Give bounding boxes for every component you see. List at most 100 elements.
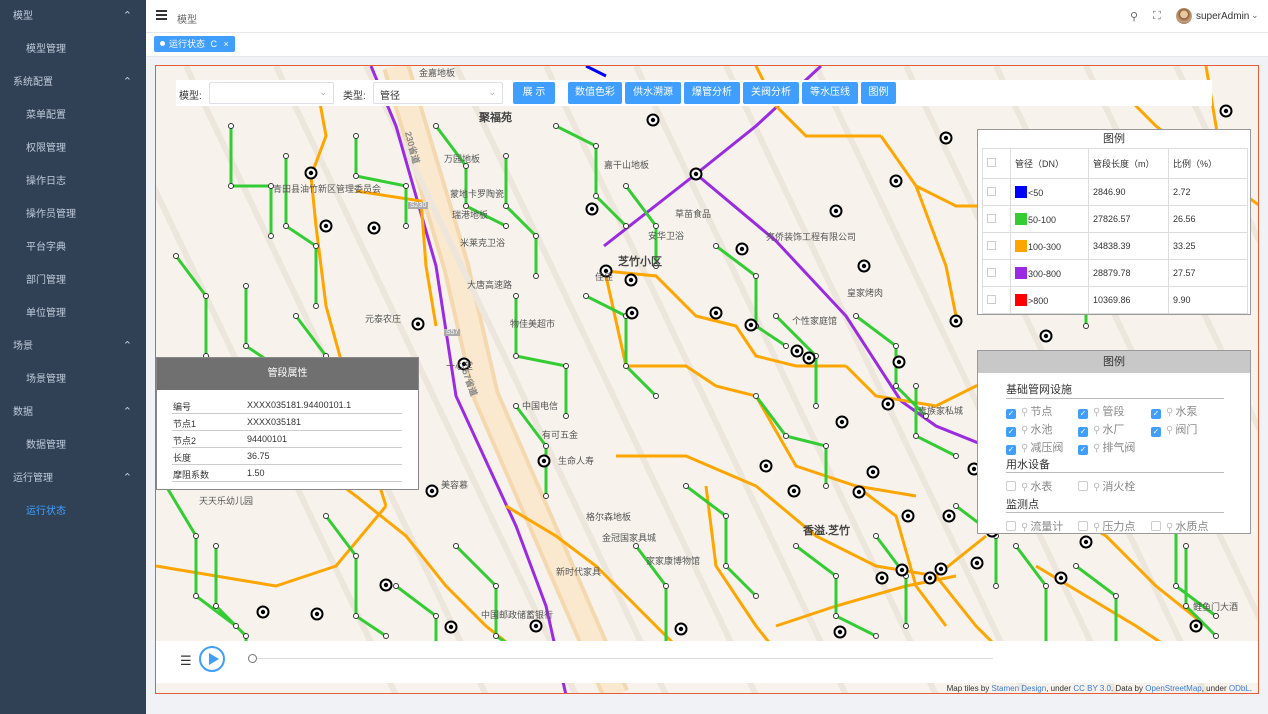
pipe-node [503,203,509,209]
layer-label: 减压阀 [1030,442,1064,454]
layer-toggle[interactable]: ⚲排气阀 [1078,439,1135,455]
pipe-50-100 [504,156,538,276]
timeline-handle[interactable] [248,654,257,663]
map-poi-label: 金冠国家具城 [602,533,657,543]
tag-running-status[interactable]: 运行状态 C × [154,36,235,52]
layer-toggle[interactable]: ⚲管段 [1078,403,1124,419]
legend-row-checkbox[interactable] [987,186,996,196]
username[interactable]: superAdmin [1196,11,1250,22]
attrib-link-osm[interactable]: OpenStreetMap [1145,684,1202,693]
close-icon[interactable]: × [223,39,229,49]
layer-toggle[interactable]: ⚲水池 [1006,421,1052,437]
sidebar-item[interactable]: 平台字典 [0,231,146,264]
pipe-node [503,153,509,159]
layer-toggle[interactable]: ⚲流量计 [1006,518,1063,534]
layer-toggle[interactable]: ⚲减压阀 [1006,439,1063,455]
sidebar-item[interactable]: 单位管理 [0,297,146,330]
location-pin-icon: ⚲ [1021,425,1029,436]
timeline-track[interactable] [249,658,993,659]
layer-toggle[interactable]: ⚲水表 [1006,478,1052,494]
checkbox[interactable] [1078,481,1088,491]
layer-toggle[interactable]: ⚲消火栓 [1078,478,1135,494]
toolbar-button[interactable]: 展 示 [513,82,555,104]
sidebar-item[interactable]: 数据管理 [0,429,146,462]
attrib-link-odbl[interactable]: ODbL [1228,684,1250,693]
checkbox[interactable] [1006,409,1016,419]
pipe-node [753,273,759,279]
layer-toggle[interactable]: ⚲阀门 [1151,421,1197,437]
checkbox[interactable] [1151,427,1161,437]
checkbox[interactable] [1006,427,1016,437]
type-select[interactable]: 管径 ⌄ [373,82,503,104]
pipe-50-100 [1014,545,1048,646]
valve-icon [974,560,980,566]
sidebar-item[interactable]: 权限管理 [0,132,146,165]
legend-row-checkbox[interactable] [987,294,996,304]
pipe-node [173,253,179,259]
pipe-node [953,453,959,459]
sidebar-item[interactable]: 部门管理 [0,264,146,297]
refresh-icon[interactable]: C [210,39,218,49]
toolbar-button[interactable]: 爆管分析 [684,82,740,104]
toolbar-button[interactable]: 等水压线 [802,82,858,104]
chevron-down-icon[interactable]: ⌄ [1251,10,1259,20]
sidebar-item[interactable]: 运行状态 [0,495,146,528]
sidebar-group[interactable]: 数据⌃ [0,396,146,429]
checkbox[interactable] [1006,445,1016,455]
sidebar-item[interactable]: 菜单配置 [0,99,146,132]
diameter-range: <50 [1028,188,1044,198]
pipe-50-100 [914,386,957,458]
valve-icon [946,513,952,519]
sidebar-group[interactable]: 系统配置⌃ [0,66,146,99]
layer-toggle[interactable]: ⚲水质点 [1151,518,1208,534]
layer-section-title: 基础管网设施 [1006,384,1072,396]
hamburger-icon[interactable] [156,10,167,20]
sidebar-item[interactable]: 操作日志 [0,165,146,198]
layer-toggle[interactable]: ⚲节点 [1006,403,1052,419]
map-view[interactable]: 金嘉地板聚福苑万园地板嘉干山地板青田县油竹新区管理委员会蒙地卡罗陶瓷瑞港地板草苗… [155,65,1259,694]
model-select[interactable]: ⌄ [209,82,334,104]
checkbox[interactable] [1151,409,1161,419]
sidebar-group[interactable]: 模型⌃ [0,0,146,33]
pipe-node [1073,563,1079,569]
checkbox[interactable] [1078,409,1088,419]
checkbox[interactable] [1078,521,1088,531]
sidebar-item[interactable]: 场景管理 [0,363,146,396]
checkbox[interactable] [1078,445,1088,455]
checkbox[interactable] [1078,427,1088,437]
toolbar-button[interactable]: 数值色彩 [568,82,622,104]
checkbox[interactable] [1006,521,1016,531]
sidebar-item[interactable]: 操作员管理 [0,198,146,231]
avatar[interactable] [1176,8,1192,24]
select-all-checkbox[interactable] [987,158,996,167]
pipe-node [193,593,199,599]
play-icon[interactable] [199,646,225,672]
layer-toggle[interactable]: ⚲压力点 [1078,518,1135,534]
fullscreen-icon[interactable]: ⛶ [1153,10,1161,22]
sidebar-item[interactable]: 模型管理 [0,33,146,66]
toolbar-button[interactable]: 图例 [861,82,896,104]
checkbox[interactable] [1151,521,1161,531]
attrib-text: . [1249,684,1252,693]
layer-toggle[interactable]: ⚲水厂 [1078,421,1124,437]
map-poi-label: 金嘉地板 [419,68,456,78]
sidebar-item-label: 场景 [13,341,33,352]
search-icon[interactable]: ⚲ [1130,11,1139,23]
toolbar-button[interactable]: 关阀分析 [743,82,799,104]
sidebar-group[interactable]: 运行管理⌃ [0,462,146,495]
pipe-100-300 [855,484,948,627]
layer-legend: 图例 基础管网设施⚲节点⚲管段⚲水泵⚲水池⚲水厂⚲阀门⚲减压阀⚲排气阀用水设备⚲… [977,350,1251,534]
toolbar-button[interactable]: 供水溯源 [625,82,681,104]
valve-icon [461,361,467,367]
sidebar-group[interactable]: 场景⌃ [0,330,146,363]
layer-toggle[interactable]: ⚲水泵 [1151,403,1197,419]
map-poi-label: 万园地板 [444,154,481,164]
attrib-link-cc[interactable]: CC BY 3.0 [1073,684,1111,693]
legend-row-checkbox[interactable] [987,213,996,223]
location-pin-icon: ⚲ [1093,482,1101,493]
checkbox[interactable] [1006,481,1016,491]
list-icon[interactable]: ☰ [180,653,192,668]
legend-row-checkbox[interactable] [987,240,996,250]
legend-row-checkbox[interactable] [987,267,996,277]
attrib-link-stamen[interactable]: Stamen Design [991,684,1047,693]
